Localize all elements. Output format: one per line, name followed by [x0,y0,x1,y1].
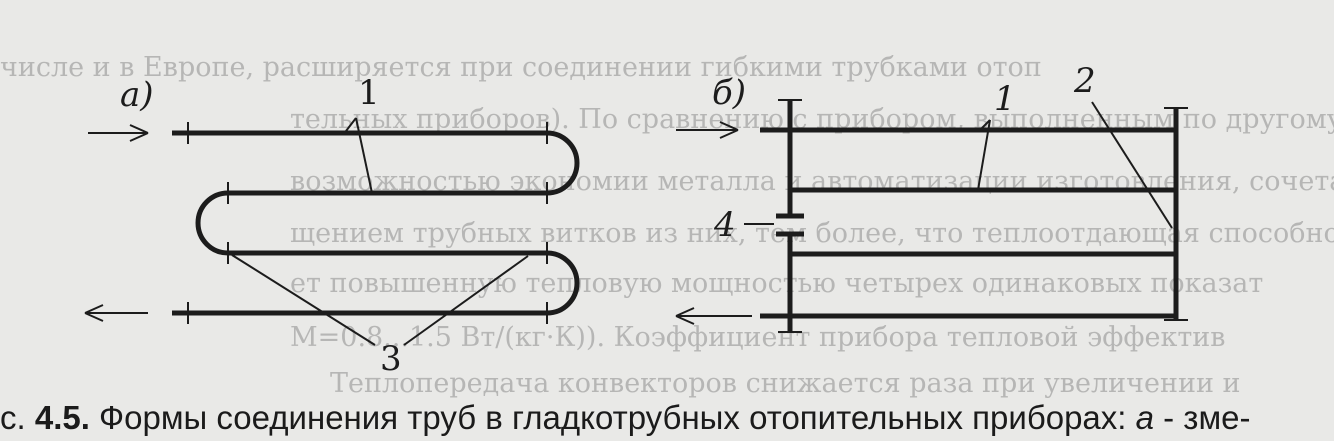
background-line-5: ет повышенную тепловую мощностью четырех… [290,268,1264,299]
leader-3a-left [231,254,376,346]
caption-text: Формы соединения труб в гладкотрубных от… [89,399,1136,436]
callout-1-a: 1 [358,73,380,113]
caption-number: 4.5. [34,399,90,436]
inlet-arrowhead-b [719,121,739,139]
outlet-arrowhead-a [84,304,104,322]
figure-caption: с. 4.5. Формы соединения труб в гладкотр… [0,398,1334,438]
coil-path [172,130,580,316]
inlet-arrowhead-a [129,124,149,142]
outlet-arrowhead-b [675,307,695,325]
panel-b-label: б) [712,73,746,113]
background-line-4: щением трубных витков из них, тем более,… [290,218,1334,249]
leader-2b [1091,101,1173,229]
background-line-1: числе и в Европе, расширяется при соедин… [0,52,1042,83]
caption-italic-a: а [1135,399,1154,436]
caption-prefix: с. [0,399,26,436]
callout-1-b: 1 [994,79,1016,119]
leader-1a-short [345,117,357,132]
leader-1b-short [979,119,991,131]
panel-b-register: б) 1 2 4 [675,61,1188,333]
callout-3-a: 3 [380,339,402,379]
leader-1a [355,117,373,194]
leader-1b [977,119,991,191]
panel-a-label: а) [120,75,154,115]
callout-4-b: 4 [713,205,736,245]
caption-suffix: - зме- [1153,399,1251,436]
leader-3a-right [403,255,529,346]
panel-a-coil: а) 1 3 [84,73,580,379]
background-line-7: Теплопередача конвекторов снижается раза… [330,368,1241,399]
callout-2-b: 2 [1073,61,1096,101]
background-line-6: М=0.8...1.5 Вт/(кг·К)). Коэффициент приб… [290,322,1226,353]
